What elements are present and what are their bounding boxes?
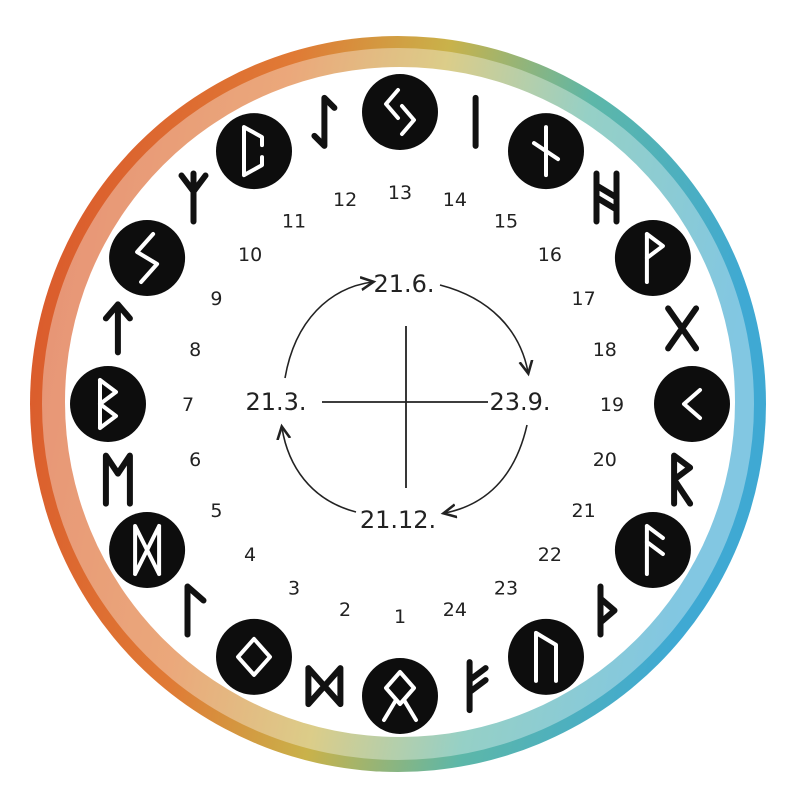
date-spring-equinox: 21.3. [245,388,306,416]
position-number: 11 [282,210,306,232]
rune-disc [70,366,146,442]
position-number: 20 [593,449,617,471]
rune-perthro [216,113,292,189]
position-number: 6 [189,449,201,471]
position-number: 9 [210,288,222,310]
rune-disc [654,366,730,442]
rune-mannaz [109,512,185,588]
position-number: 3 [288,578,300,600]
position-number: 13 [388,182,412,204]
rune-disc [615,512,691,588]
date-autumn-equinox: 23.9. [489,388,550,416]
position-number: 19 [600,394,624,416]
position-number: 18 [593,339,617,361]
rune-wunjo [615,220,691,296]
position-number: 21 [572,500,596,522]
position-number: 14 [443,189,467,211]
position-number: 22 [538,544,562,566]
position-number: 8 [189,339,201,361]
position-number: 2 [339,599,351,621]
position-number: 17 [572,288,596,310]
rune-uruz [508,619,584,695]
date-winter-solstice: 21.12. [360,506,436,534]
position-number: 16 [538,244,562,266]
position-number: 24 [443,599,467,621]
rune-kenaz [654,366,730,442]
position-number: 10 [238,244,262,266]
rune-jera [362,74,438,150]
position-number: 4 [244,544,256,566]
rune-disc [508,619,584,695]
position-number: 5 [210,500,222,522]
rune-disc [216,113,292,189]
rune-disc [362,658,438,734]
rune-disc [362,74,438,150]
date-summer-solstice: 21.6. [373,270,434,298]
position-number: 23 [494,578,518,600]
rune-disc [615,220,691,296]
rune-ingwaz [216,619,292,695]
rune-naudiz [508,113,584,189]
rune-ansuz [615,512,691,588]
position-number: 1 [394,606,406,628]
rune-disc [216,619,292,695]
rune-berkano [70,366,146,442]
rune-sowilo [109,220,185,296]
position-number: 12 [333,189,357,211]
position-number: 15 [494,210,518,232]
rune-othala [362,658,438,734]
position-number: 7 [182,394,194,416]
